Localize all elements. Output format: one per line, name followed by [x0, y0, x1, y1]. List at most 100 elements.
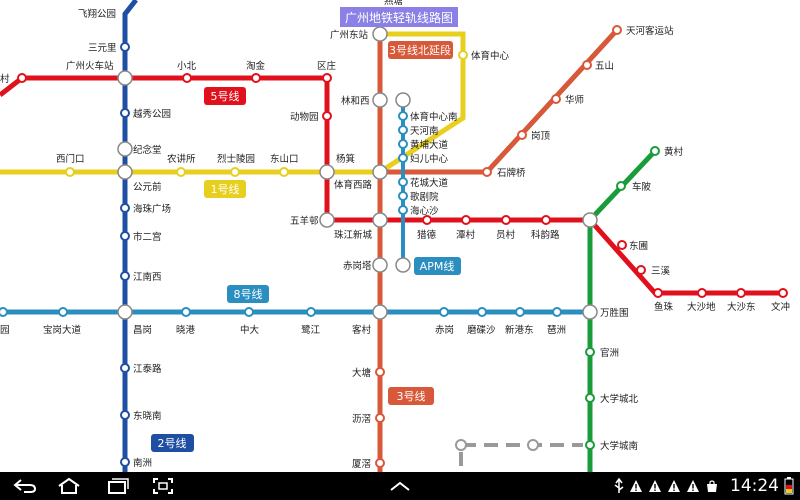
station-dot[interactable]: [650, 146, 660, 156]
interchange-icon[interactable]: [117, 141, 133, 157]
station-dot[interactable]: [176, 167, 186, 177]
station-dot[interactable]: [455, 439, 467, 451]
station-dot[interactable]: [375, 458, 385, 468]
metro-map[interactable]: 5号线 1号线 8号线 2号线 3号线 3号线北延段 APM线 广州地铁轻轨线路…: [0, 0, 800, 472]
line3n-badge[interactable]: [388, 41, 453, 59]
station-dot[interactable]: [120, 203, 130, 213]
station-label[interactable]: 大沙地: [687, 301, 716, 313]
station-dot[interactable]: [120, 410, 130, 420]
menu-button[interactable]: [383, 474, 417, 498]
station-label[interactable]: 南洲: [133, 457, 152, 469]
interchange-icon[interactable]: [372, 92, 388, 108]
station-label[interactable]: 西门口: [56, 153, 85, 165]
station-label[interactable]: 妇儿中心: [410, 153, 449, 165]
station-label[interactable]: 花城大道: [410, 177, 449, 189]
line2-badge[interactable]: [151, 434, 194, 452]
station-dot[interactable]: [279, 167, 289, 177]
interchange-icon[interactable]: [372, 257, 388, 273]
station-label[interactable]: 大学城南: [600, 440, 638, 452]
station-dot[interactable]: [398, 111, 408, 121]
station-label[interactable]: 员村: [496, 229, 516, 241]
station-dot[interactable]: [585, 393, 595, 403]
station-dot[interactable]: [375, 413, 385, 423]
station-label[interactable]: 华师: [565, 94, 584, 106]
station-label[interactable]: 石牌桥: [497, 167, 526, 179]
station-label[interactable]: 小北: [177, 61, 197, 72]
interchange-icon[interactable]: [372, 26, 388, 42]
interchange-icon[interactable]: [372, 304, 388, 320]
interchange-icon[interactable]: [582, 212, 598, 228]
station-dot[interactable]: [398, 153, 408, 163]
station-label[interactable]: 村: [0, 73, 10, 85]
station-dot[interactable]: [612, 25, 622, 35]
station-label[interactable]: 海珠广场: [133, 203, 171, 215]
station-dot[interactable]: [120, 231, 130, 241]
station-label[interactable]: 猎德: [417, 229, 437, 241]
station-dot[interactable]: [482, 167, 492, 177]
line3-badge[interactable]: [388, 387, 434, 405]
station-dot[interactable]: [616, 181, 626, 191]
station-dot[interactable]: [306, 307, 316, 317]
home-button[interactable]: [52, 474, 86, 498]
station-label[interactable]: 宝岗大道: [43, 324, 82, 336]
apm-badge[interactable]: [414, 257, 461, 275]
station-label[interactable]: 东圃: [629, 240, 648, 252]
station-label[interactable]: 越秀公园: [133, 108, 171, 120]
station-label[interactable]: 动物园: [290, 111, 319, 123]
interchange-icon[interactable]: [372, 164, 388, 180]
station-dot[interactable]: [398, 177, 408, 187]
station-label[interactable]: 鱼珠: [654, 301, 674, 313]
station-label[interactable]: 纪念堂: [133, 144, 162, 156]
station-dot[interactable]: [585, 440, 595, 450]
station-label[interactable]: 区庄: [317, 60, 337, 72]
station-dot[interactable]: [636, 265, 646, 275]
station-label[interactable]: 五羊邨: [290, 215, 319, 227]
station-label[interactable]: 车陂: [632, 181, 652, 193]
station-label[interactable]: 客村: [352, 324, 372, 336]
station-label[interactable]: 东山口: [270, 153, 299, 165]
station-label[interactable]: 科韵路: [531, 229, 560, 241]
station-label[interactable]: 中大: [240, 324, 260, 336]
station-label[interactable]: 黄村: [664, 146, 684, 158]
station-dot[interactable]: [17, 73, 27, 83]
station-label[interactable]: 大塘: [352, 367, 372, 379]
recent-apps-button[interactable]: [100, 474, 134, 498]
station-label[interactable]: 海心沙: [410, 205, 439, 217]
station-dot[interactable]: [0, 307, 8, 317]
station-label[interactable]: 三元里: [88, 43, 117, 54]
station-dot[interactable]: [527, 439, 539, 451]
station-label[interactable]: 琶洲: [547, 325, 566, 336]
station-label[interactable]: 官洲: [600, 347, 619, 359]
station-dot[interactable]: [322, 111, 332, 121]
station-label[interactable]: 东晓南: [133, 410, 162, 422]
station-label[interactable]: 潭村: [456, 229, 476, 241]
station-label[interactable]: 市二宫: [133, 231, 162, 243]
station-dot[interactable]: [182, 73, 192, 83]
station-dot[interactable]: [375, 367, 385, 377]
station-dot[interactable]: [398, 205, 408, 215]
station-dot[interactable]: [120, 108, 130, 118]
station-dot[interactable]: [501, 215, 511, 225]
station-label[interactable]: 新港东: [505, 324, 534, 336]
station-label[interactable]: 江南西: [133, 271, 162, 283]
station-label[interactable]: 体育中心: [471, 50, 510, 62]
station-label[interactable]: 文冲: [771, 301, 790, 313]
station-label[interactable]: 晓港: [176, 324, 196, 336]
station-dot[interactable]: [230, 167, 240, 177]
station-label[interactable]: 淘金: [246, 60, 266, 72]
line8-badge[interactable]: [227, 285, 269, 303]
station-dot[interactable]: [398, 191, 408, 201]
station-dot[interactable]: [398, 125, 408, 135]
station-dot[interactable]: [585, 347, 595, 357]
station-dot[interactable]: [461, 215, 471, 225]
station-label[interactable]: 天河客运站: [626, 25, 674, 37]
station-dot[interactable]: [477, 307, 487, 317]
station-dot[interactable]: [617, 240, 627, 250]
interchange-icon[interactable]: [117, 164, 133, 180]
station-dot[interactable]: [551, 94, 561, 104]
station-dot[interactable]: [120, 363, 130, 373]
back-button[interactable]: [8, 474, 42, 498]
station-label[interactable]: 万胜围: [600, 308, 629, 319]
interchange-icon[interactable]: [372, 212, 388, 228]
station-dot[interactable]: [517, 130, 527, 140]
